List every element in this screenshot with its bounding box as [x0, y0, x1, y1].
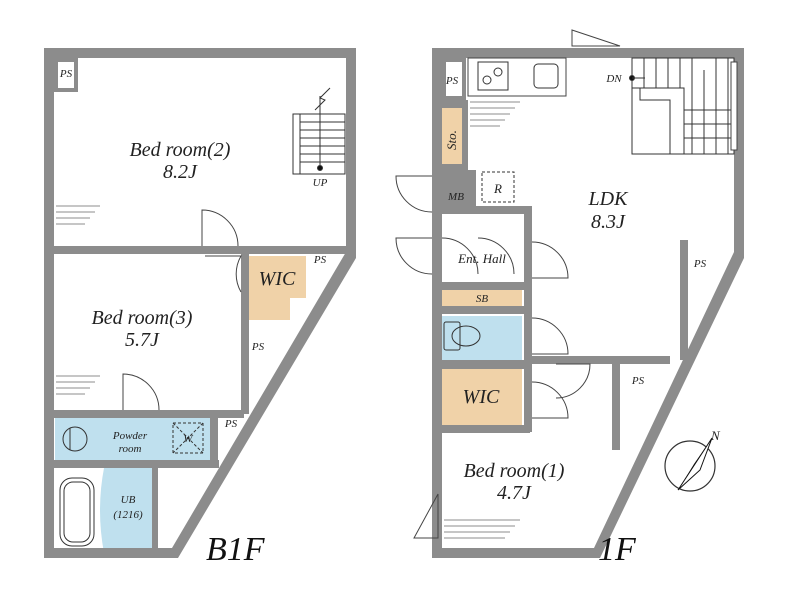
b1f-stair-label: UP — [313, 177, 328, 189]
f1-wall — [440, 206, 532, 214]
f1-wall — [612, 364, 620, 450]
b1f-wall — [152, 460, 158, 552]
f1-entrance-label: Ent. Hall — [457, 251, 506, 266]
b1f-wall — [54, 246, 346, 254]
f1-toilet-room — [442, 316, 522, 360]
f1-ldk-size: 8.3J — [591, 211, 626, 233]
f1-bedroom1-size: 4.7J — [497, 482, 532, 504]
f1-refrigerator-label: R — [493, 181, 502, 196]
f1-wall — [440, 360, 524, 369]
f1-wall — [440, 282, 524, 290]
b1f-floor-label: B1F — [206, 531, 266, 568]
f1-wall — [530, 356, 670, 364]
f1-sink-icon — [533, 63, 559, 89]
b1f-ps-label: PS — [224, 418, 238, 430]
b1f-bathtub-icon — [59, 477, 95, 547]
b1f-stairs — [292, 87, 346, 175]
f1-ps-label: PS — [693, 258, 707, 270]
b1f-wic-label: WIC — [259, 268, 296, 290]
f1-shoe-box — [442, 290, 522, 306]
b1f-wall — [210, 410, 218, 466]
f1-stove-icon — [477, 61, 509, 91]
compass: N — [664, 428, 721, 492]
f1-door-mb — [395, 175, 433, 213]
b1f-ub-label: (1216) — [113, 509, 143, 521]
f1-floor-label: 1F — [598, 531, 637, 568]
b1f-door-bedroom3 — [122, 373, 160, 411]
f1-toilet-icon — [443, 321, 461, 351]
f1-wic-room — [442, 369, 522, 425]
b1f-door-bedroom2 — [201, 209, 239, 247]
compass-circle — [664, 440, 716, 492]
b1f-bedroom3-name: Bed room(3) — [92, 307, 193, 329]
f1-door-toilet — [531, 317, 569, 355]
f1-refrigerator-icon — [481, 171, 515, 203]
b1f-bedroom2-size: 8.2J — [163, 161, 198, 183]
f1-wall — [440, 306, 524, 314]
b1f-floor-hatch — [56, 205, 100, 395]
b1f-plan: Bed room(2) 8.2J Bed room(3) 5.7J WIC Po… — [44, 48, 356, 568]
b1f-wall — [54, 410, 244, 418]
b1f-ps-label: PS — [251, 341, 265, 353]
b1f-ub-label: UB — [121, 494, 136, 506]
f1-door-ldk — [531, 241, 569, 279]
f1-stairs — [629, 57, 735, 155]
f1-window — [730, 61, 738, 151]
f1-wall — [432, 164, 468, 172]
b1f-bedroom2-name: Bed room(2) — [130, 139, 231, 161]
b1f-wall — [54, 460, 219, 468]
f1-ps-label: PS — [445, 75, 459, 87]
b1f-washer-label: W — [183, 433, 193, 445]
b1f-washer-icon — [172, 422, 204, 454]
f1-ldk-name: LDK — [588, 188, 630, 210]
f1-storage-room — [442, 108, 462, 164]
b1f-wall — [241, 254, 249, 414]
b1f-ps-label: PS — [59, 68, 73, 80]
f1-storage-label: Sto. — [444, 130, 459, 150]
b1f-ps-label: PS — [313, 254, 327, 266]
b1f-bedroom3-size: 5.7J — [125, 329, 160, 351]
f1-wall — [524, 206, 532, 432]
f1-wall — [440, 425, 530, 433]
f1-door-hall — [441, 237, 515, 275]
f1-wic-label: WIC — [463, 386, 500, 408]
f1-wall — [680, 240, 688, 360]
f1-door-bedroom1 — [555, 363, 591, 399]
f1-ps-label: PS — [631, 375, 645, 387]
f1-door-balcony — [571, 29, 621, 47]
f1-stair-label: DN — [605, 73, 622, 85]
f1-wall — [432, 100, 466, 108]
f1-mb-label: MB — [447, 191, 464, 203]
f1-door-wic — [531, 381, 569, 419]
b1f-powder-label: room — [119, 443, 142, 455]
b1f-sink-icon — [62, 426, 88, 452]
f1-bedroom1-name: Bed room(1) — [464, 460, 565, 482]
b1f-wic-room — [249, 256, 306, 320]
b1f-door-wic — [205, 255, 242, 293]
f1-plan: LDK 8.3J Bed room(1) 4.7J WIC Ent. Hall … — [395, 29, 744, 568]
f1-window-bedroom — [413, 493, 439, 539]
b1f-powder-label: Powder — [112, 430, 148, 442]
compass-north-label: N — [710, 428, 721, 443]
f1-floor-hatch — [444, 101, 520, 539]
f1-sb-label: SB — [476, 293, 489, 305]
f1-door-entrance — [395, 237, 433, 275]
f1-wall — [462, 100, 468, 170]
b1f-unit-bath — [100, 468, 152, 553]
